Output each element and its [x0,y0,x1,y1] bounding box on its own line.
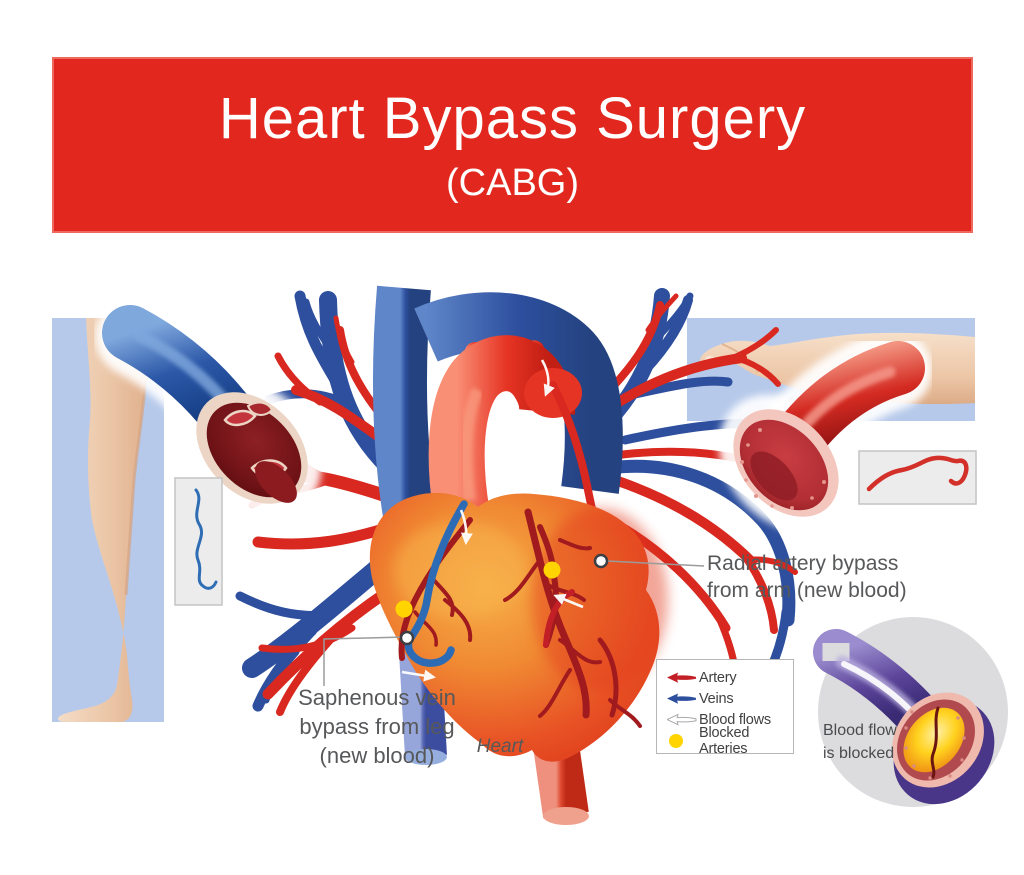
artery-wall-speckles [740,428,826,510]
vein-conduit-end [405,749,447,765]
inset-plaque-crack [930,706,940,779]
flow-arrow-graft-bottom [401,669,436,682]
rca-anastomosis [543,589,575,648]
aorta-highlight [460,387,484,501]
saphenous-graft-label: Saphenous vein bypass from leg (new bloo… [298,685,456,768]
blocked-artery-inset [803,617,1008,807]
saphenous-callout-line [323,636,407,686]
inset-plaque [903,707,965,773]
blood-flow-arrows [401,359,584,682]
leg-figure [58,318,150,722]
legend-row-veins: Veins [667,688,793,709]
artery-section-shadow [750,451,798,501]
saphenous-graft-marker [399,630,415,646]
harvested-saphenous-vein [194,488,218,590]
artery-conduit-end [543,807,589,825]
veins-arrow-icon [667,692,699,706]
radial-callout-line [606,560,705,567]
heart-label: Heart [476,736,524,757]
harvested-artery-box [858,450,977,505]
subtitle: (CABG) [446,162,579,204]
blocked-artery-dot-right [543,561,561,579]
inset-tube-highlight [841,661,913,713]
harvested-radial-artery [866,455,969,492]
artery-arrow-icon [667,671,699,685]
radial-graft-label: Radial artery bypass from arm (new blood… [707,552,907,602]
flow-arrow-saphenous [459,509,473,545]
flow-arrow-aorta [540,359,555,397]
blood-flows-arrow-icon [667,713,699,727]
harvested-vein-box [174,477,223,606]
callout-lines [323,560,705,686]
legend-label-blood-flows: Blood flows [699,711,771,728]
legend-label-artery: Artery [699,669,737,686]
superior-vena-cava [373,285,437,520]
blocked-arteries-dot-icon [667,733,699,749]
legend-box: Artery Veins Blood flows Blocked Arterie… [656,659,794,757]
radial-artery-cutaway [719,330,932,532]
legend-row-blocked-arteries: Blocked Arteries [667,725,793,757]
graft-point-markers [399,553,609,646]
inset-caption-label: Blood flow is blocked [823,722,897,762]
blocked-artery-dot-left [395,600,413,618]
legend-label-veins: Veins [699,690,734,707]
main-title: Heart Bypass Surgery [218,86,807,151]
flow-arrow-rca [553,593,584,609]
vein-valve-upper [223,409,257,427]
pulmonary-trunk [414,292,623,494]
radial-graft-marker [593,553,609,569]
vein-section-shadow [255,461,297,503]
vein-valve-upper2 [246,401,274,416]
artery-tube-highlight [802,366,896,428]
inset-tube-fade [803,621,869,683]
legend-row-artery: Artery [667,667,793,688]
inset-wall-speckles [904,710,966,780]
title-banner: Heart Bypass Surgery (CABG) [52,57,973,233]
legend-label-blocked-arteries: Blocked Arteries [699,724,750,757]
blockage-markers [395,561,561,618]
legend-row-blood-flows: Blood flows [667,709,793,730]
